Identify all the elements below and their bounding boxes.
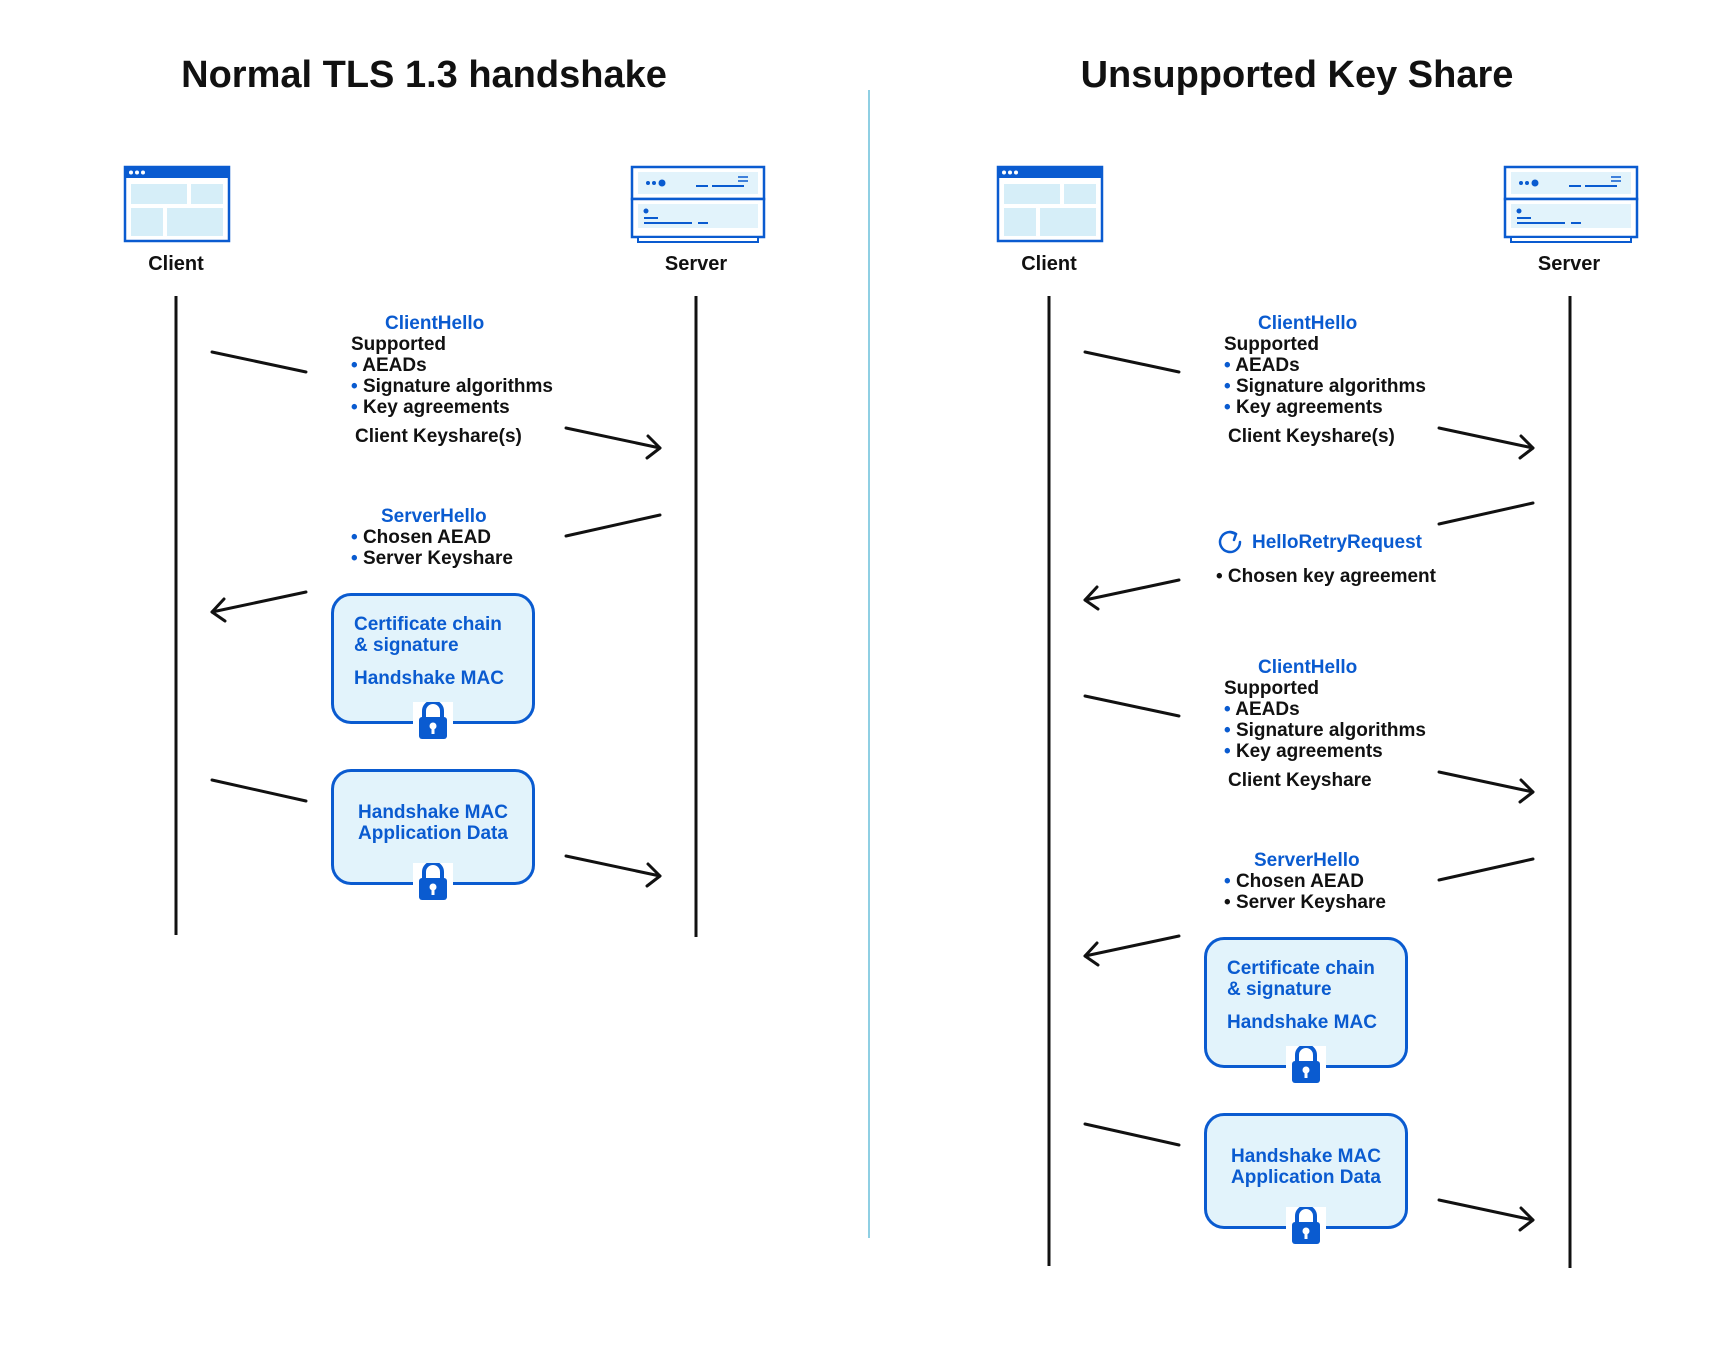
encrypted-cert-box: Certificate chain & signature Handshake … (1204, 937, 1408, 1068)
server-rack-icon (1503, 165, 1639, 244)
message-title: ClientHello (1258, 657, 1358, 678)
retry-arrow-icon (1218, 530, 1242, 554)
list-item: • Chosen AEAD (351, 527, 492, 548)
list-item: • Chosen AEAD (1224, 871, 1365, 892)
message-title: ServerHello (381, 506, 487, 527)
message-arrow (210, 590, 308, 614)
message-arrow-tail (1083, 350, 1181, 374)
box-line: Handshake MAC (358, 802, 508, 823)
list-item: • AEADs (351, 355, 427, 376)
padlock-icon (1286, 1046, 1326, 1086)
message-title: ServerHello (1254, 850, 1360, 871)
message-heading: Supported (351, 334, 446, 355)
list-item: • Key agreements (1224, 741, 1383, 762)
list-item: • Server Keyshare (351, 548, 513, 569)
box-line: Handshake MAC (1227, 1012, 1377, 1033)
client-hello-message: ClientHello Supported • AEADs • Signatur… (1224, 657, 1426, 791)
message-arrow-tail (210, 778, 308, 803)
list-item: • AEADs (1224, 699, 1300, 720)
box-line: Certificate chain (1227, 958, 1375, 979)
client-label: Client (148, 253, 204, 275)
browser-window-icon (996, 165, 1104, 243)
message-title: HelloRetryRequest (1252, 531, 1422, 553)
message-heading: Supported (1224, 678, 1319, 699)
client-hello-message: ClientHello Supported • AEADs • Signatur… (351, 313, 553, 447)
message-arrow (1083, 578, 1181, 602)
message-arrow-tail (1437, 501, 1535, 526)
message-arrow (1083, 934, 1181, 958)
message-arrow-tail (210, 350, 308, 374)
message-arrow (564, 426, 662, 450)
box-line: & signature (1227, 979, 1332, 1000)
list-item: • Signature algorithms (1224, 720, 1426, 741)
server-label: Server (664, 253, 728, 275)
box-line: Application Data (1231, 1167, 1381, 1188)
message-title: ClientHello (385, 313, 485, 334)
message-arrow (1437, 770, 1535, 794)
browser-window-icon (123, 165, 231, 243)
message-arrow (564, 854, 662, 878)
encrypted-cert-box: Certificate chain & signature Handshake … (331, 593, 535, 724)
message-title: ClientHello (1258, 313, 1358, 334)
message-arrow-tail (564, 513, 662, 538)
padlock-icon (413, 702, 453, 742)
message-footer: Client Keyshare(s) (355, 426, 522, 447)
box-line: & signature (354, 635, 459, 656)
list-item: • Server Keyshare (1224, 892, 1386, 913)
message-arrow-tail (1083, 1122, 1181, 1147)
list-item: • AEADs (1224, 355, 1300, 376)
server-hello-message: ServerHello • Chosen AEAD • Server Keysh… (1224, 850, 1386, 913)
list-item: • Key agreements (1224, 397, 1383, 418)
box-line: Application Data (358, 823, 508, 844)
message-item: • Chosen key agreement (1216, 566, 1436, 587)
list-item: • Signature algorithms (1224, 376, 1426, 397)
message-footer: Client Keyshare(s) (1228, 426, 1395, 447)
server-hello-message: ServerHello • Chosen AEAD • Server Keysh… (351, 506, 513, 569)
message-footer: Client Keyshare (1228, 770, 1372, 791)
list-item: • Signature algorithms (351, 376, 553, 397)
list-item: • Key agreements (351, 397, 510, 418)
message-arrow (1437, 1198, 1535, 1222)
box-line: Handshake MAC (354, 668, 504, 689)
message-arrow-tail (1437, 857, 1535, 882)
hello-retry-request-message: HelloRetryRequest • Chosen key agreement (1216, 528, 1436, 587)
message-arrow-tail (1083, 694, 1181, 718)
padlock-icon (413, 863, 453, 903)
panel-title: Normal TLS 1.3 handshake (181, 54, 667, 96)
padlock-icon (1286, 1207, 1326, 1247)
panel-title: Unsupported Key Share (1080, 54, 1514, 96)
server-rack-icon (630, 165, 766, 244)
message-heading: Supported (1224, 334, 1319, 355)
server-label: Server (1537, 253, 1601, 275)
client-hello-message: ClientHello Supported • AEADs • Signatur… (1224, 313, 1426, 447)
client-label: Client (1021, 253, 1077, 275)
box-line: Certificate chain (354, 614, 502, 635)
message-arrow (1437, 426, 1535, 450)
box-line: Handshake MAC (1231, 1146, 1381, 1167)
